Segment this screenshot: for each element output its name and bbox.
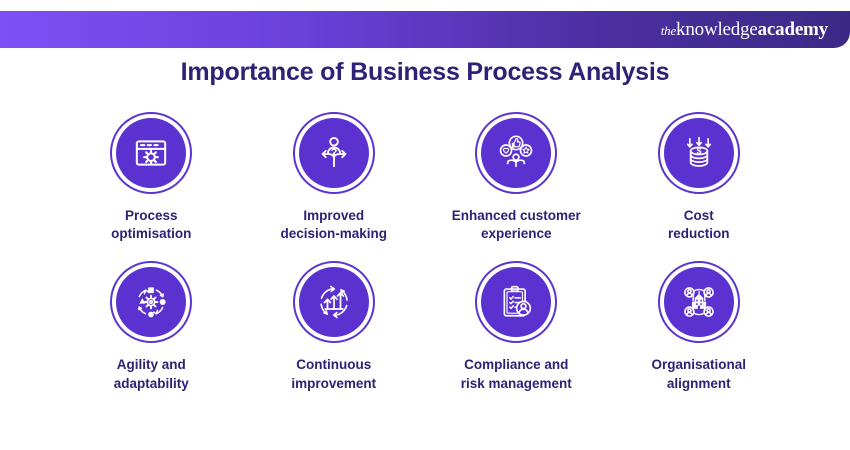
brand-logo: theknowledgeacademy	[661, 20, 828, 39]
grid-item-agility-and-adaptability: Agility and adaptability	[60, 261, 243, 392]
grid-item-label: Enhanced customer experience	[451, 208, 581, 242]
benefits-grid: Process optimisation ? Improved decision…	[60, 112, 790, 393]
building-people-network-icon	[663, 267, 734, 338]
svg-text:$: $	[696, 146, 701, 156]
browser-gear-icon	[116, 118, 187, 188]
icon-badge	[110, 112, 193, 194]
grid-item-label: Process optimisation	[111, 208, 192, 242]
grid-item-label: Organisational alignment	[651, 357, 747, 391]
grid-item-compliance-and-risk-management: Compliance and risk management	[425, 261, 608, 392]
svg-text:?: ?	[330, 147, 337, 159]
brand-knowledge-text: knowledge	[676, 19, 758, 40]
grid-item-process-optimisation: Process optimisation	[60, 112, 243, 243]
grid-item-label: Continuous improvement	[291, 357, 377, 391]
icon-badge	[475, 261, 558, 344]
person-heart-thumbsup-star-icon	[481, 118, 552, 188]
grid-item-label: Compliance and risk management	[460, 357, 572, 391]
header-bar: theknowledgeacademy	[0, 11, 850, 48]
icon-badge	[110, 261, 193, 344]
grid-item-improved-decision-making: ? Improved decision-making	[243, 112, 426, 243]
brand-the-text: the	[660, 23, 677, 38]
icon-badge	[292, 261, 375, 344]
grid-item-label: Improved decision-making	[280, 208, 388, 242]
gear-shapes-cycle-icon	[116, 267, 187, 338]
icon-badge	[657, 261, 740, 344]
grid-item-label: Cost reduction	[667, 208, 730, 242]
grid-item-organisational-alignment: Organisational alignment	[608, 261, 791, 392]
rising-arrows-cycle-icon	[298, 267, 369, 338]
person-branching-arrows-question-icon: ?	[298, 118, 369, 188]
grid-item-label: Agility and adaptability	[113, 357, 189, 391]
grid-item-continuous-improvement: Continuous improvement	[243, 261, 426, 392]
coin-stack-down-arrows-icon: $	[663, 118, 734, 188]
icon-badge	[475, 112, 558, 194]
icon-badge: $	[657, 112, 740, 194]
brand-academy-text: academy	[757, 19, 829, 40]
page-title: Importance of Business Process Analysis	[180, 58, 670, 86]
icon-badge: ?	[292, 112, 375, 194]
clipboard-checklist-person-icon	[481, 267, 552, 338]
grid-item-cost-reduction: $ Cost reduction	[608, 112, 791, 243]
grid-item-enhanced-customer-experience: Enhanced customer experience	[425, 112, 608, 243]
